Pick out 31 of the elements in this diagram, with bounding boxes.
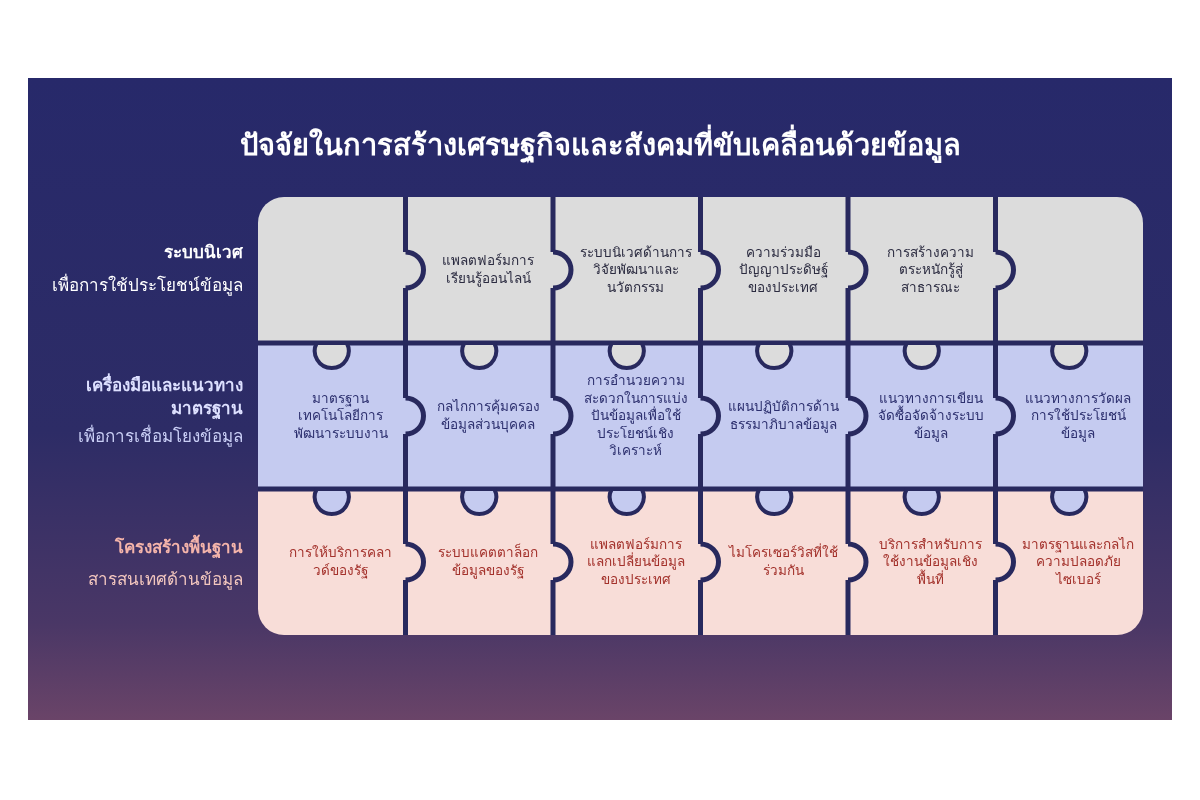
puzzle-piece [258,489,406,635]
row-heading: ระบบนิเวศ [164,241,243,264]
puzzle-piece [405,197,553,343]
row-subheading: เพื่อการใช้ประโยชน์ข้อมูล [52,274,243,297]
piece-text: แนวทางการเขียนจัดซื้อจัดจ้างระบบข้อมูล [876,389,985,443]
puzzle-piece [553,197,701,343]
piece-text: การให้บริการคลาวด์ของรัฐ [288,544,394,580]
piece-text: แพลตฟอร์มการเรียนรู้ออนไลน์ [441,252,536,288]
puzzle-piece [848,197,996,343]
piece-text: กลไกการคุ้มครองข้อมูลส่วนบุคคล [435,398,541,434]
piece-text: การอำนวยความสะดวกในการแบ่งปันข้อมูลเพื่อใช้ประโยชน์เชิงวิเคราะห์ [582,372,689,460]
piece-text: แพลตฟอร์มการแลกเปลี่ยนข้อมูลของประเทศ [585,535,686,589]
puzzle-piece [258,343,406,489]
row-subheading: เพื่อการเชื่อมโยงข้อมูล [78,425,243,448]
piece-text: ระบบแคตตาล็อกข้อมูลของรัฐ [437,544,540,580]
piece-text: มาตรฐานและกลไกความปลอดภัยไซเบอร์ [1022,535,1135,589]
piece-text: มาตรฐานเทคโนโลยีการพัฒนาระบบงาน [292,389,389,443]
puzzle-piece [700,197,848,343]
piece-text: ไมโครเซอร์วิสที่ใช้ร่วมกัน [727,544,839,580]
row-heading: โครงสร้างพื้นฐาน [115,536,243,559]
piece-text: การสร้างความตระหนักรู้สู่สาธารณะ [886,243,976,297]
piece-text: ความร่วมมือปัญญาประดิษฐ์ของประเทศ [737,243,829,297]
title: ปัจจัยในการสร้างเศรษฐกิจและสังคมที่ขับเคลื่อนด้วยข้อมูล [28,122,1172,168]
piece-text: ระบบนิเวศด้านการวิจัยพัฒนาและนวัตกรรม [579,243,692,297]
piece-text: แผนปฏิบัติการด้านธรรมาภิบาลข้อมูล [727,398,840,434]
piece-text: แนวทางการวัดผลการใช้ประโยชน์ข้อมูล [1024,389,1133,443]
puzzle-piece [995,197,1143,343]
row-subheading: สารสนเทศด้านข้อมูล [88,568,243,591]
row-heading: เครื่องมือและแนวทางมาตรฐาน [85,374,243,420]
puzzle-piece [258,197,406,343]
piece-text: บริการสำหรับการใช้งานข้อมูลเชิงพื้นที่ [878,535,984,589]
